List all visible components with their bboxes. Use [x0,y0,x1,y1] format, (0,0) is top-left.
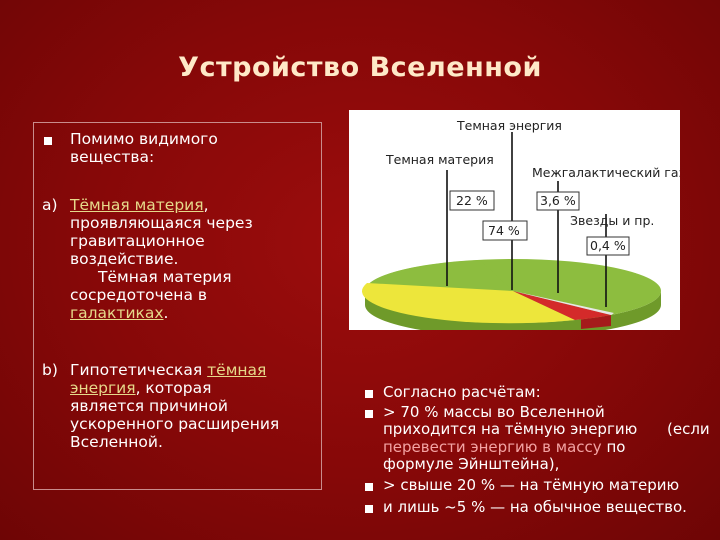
bullet-square-icon [365,483,373,491]
right-bullet-2-line2: приходится на тёмную энергию [383,420,638,438]
value-label-stars: 0,4 % [590,238,626,253]
item-a-line-5: Тёмная материя [98,268,232,286]
right-bullet-2-line1: > 70 % массы во Вселенной [383,403,605,421]
dark-matter-link[interactable]: Тёмная материя [70,196,204,214]
item-a-first-line: Тёмная материя, [70,196,209,214]
bullet-square-icon [365,390,373,398]
slide-title: Устройство Вселенной [178,52,542,83]
value-box-dark-matter [449,190,495,211]
galaxies-link[interactable]: галактиках [70,304,164,322]
value-box-gas [536,191,580,211]
item-a-line-4: воздействие. [70,250,179,268]
legend-label-stars: Звезды и пр. [570,213,654,228]
pie-slice-dark-energy-yellow [361,283,575,324]
item-a-marker: a) [42,196,58,214]
dark-energy-link-part1[interactable]: тёмная [207,361,267,379]
item-b-second-line: энергия, которая [70,379,212,397]
item-b-line-4: ускоренного расширения [70,415,280,433]
right-bullet-4: и лишь ~5 % — на обычное вещество. [383,498,687,516]
right-bullet-3: > свыше 20 % — на тёмную материю [383,476,680,494]
right-bullet-2-line4: формуле Эйнштейна), [383,455,560,473]
value-box-dark-energy [482,220,528,241]
intro-line-1: Помимо видимого [70,130,218,148]
item-a-line-6: сосредоточена в [70,286,208,304]
left-content-frame [33,122,322,490]
item-a-last-line: галактиках. [70,304,169,322]
item-b-line-3: является причиной [70,397,228,415]
right-bullet-2-line3: перевести энергию в массу по [383,438,626,456]
right-bullet-2-line2-end: (если [667,420,710,438]
bullet-square-icon [365,410,373,418]
item-a-line-2: проявляющаяся через [70,214,253,232]
item-b-marker: b) [42,361,58,379]
right-bullet-1: Согласно расчётам: [383,383,541,401]
value-label-dark-energy: 74 % [488,223,520,238]
legend-label-dark-energy: Темная энергия [456,118,562,133]
pie-slice-intergalactic-gas [513,291,611,320]
value-label-gas: 3,6 % [540,193,576,208]
item-b-first-line: Гипотетическая тёмная [70,361,267,379]
item-b-line-5: Вселенной. [70,433,163,451]
pie-chart-svg: Темная энергия Темная материя Межгалакти… [361,118,685,337]
universe-composition-chart: Темная энергия Темная материя Межгалакти… [349,110,685,337]
value-label-dark-matter: 22 % [456,193,488,208]
energy-to-mass-link[interactable]: перевести энергию в массу [383,438,602,456]
legend-label-gas: Межгалактический газ [532,165,680,180]
pie-slice-dark-energy [365,260,513,291]
legend-label-dark-matter: Темная материя [385,152,494,167]
item-a-line-3: гравитационное [70,232,205,250]
bullet-square-icon [44,137,52,145]
value-box-stars [586,236,630,256]
intro-line-2: вещества: [70,148,155,166]
dark-energy-link-part2[interactable]: энергия [70,379,136,397]
pie-slice-stars [513,291,614,315]
bullet-square-icon [365,505,373,513]
